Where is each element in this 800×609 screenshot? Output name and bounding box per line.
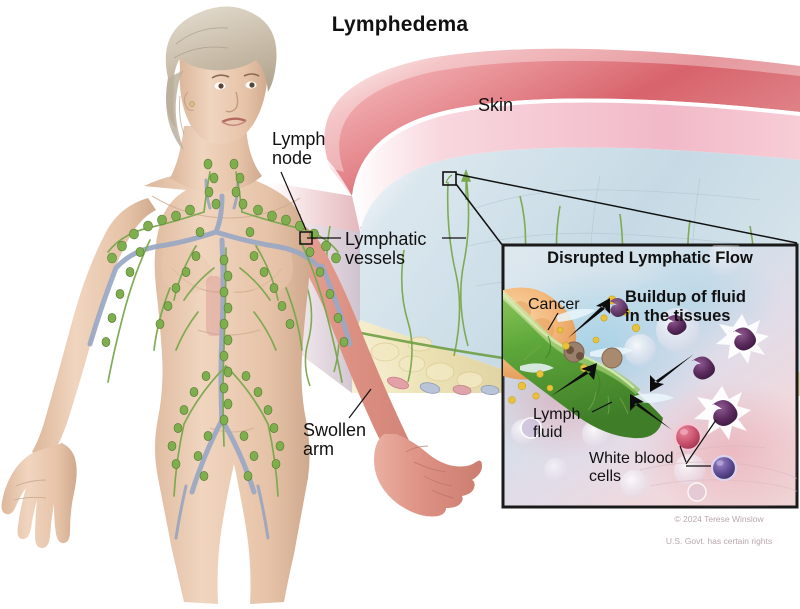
hair	[165, 6, 277, 128]
label-skin: Skin	[478, 95, 514, 115]
leader-swollen-arm	[348, 388, 372, 419]
page-title: Lymphedema	[331, 13, 469, 36]
leader-cancer	[547, 312, 559, 331]
label-lymph-node: Lymph node	[272, 129, 326, 169]
leader-lymph-fluid	[591, 401, 613, 413]
leader-lymph-node	[280, 171, 307, 231]
leader-wbc-macrophage	[685, 419, 717, 465]
normal-hand	[1, 443, 77, 548]
white-blood-cells	[520, 298, 769, 502]
skin-surface	[324, 48, 800, 196]
label-lymph-fluid: Lymph fluid	[533, 406, 581, 441]
label-cancer: Cancer	[528, 296, 580, 313]
female-body-figure	[1, 6, 482, 604]
label-lymphatic-vessels: Lymphatic vessels	[345, 229, 427, 269]
inset-leader-lines	[547, 312, 717, 467]
inset-panel	[501, 243, 799, 509]
face-features	[183, 73, 260, 127]
lymphatic-vessel-marker	[299, 231, 313, 245]
magnification-leader-lines	[455, 173, 798, 247]
magnification-callout-box	[442, 171, 457, 186]
fluid-flow-arrows	[551, 298, 694, 430]
leader-wbc-pink	[679, 445, 687, 463]
copyright-credit: © 2024 Terese Winslow U.S. Govt. has cer…	[640, 503, 798, 558]
credit-line-2: U.S. Govt. has certain rights	[665, 536, 773, 547]
dermis-layer	[352, 102, 800, 232]
swollen-arm	[266, 212, 448, 498]
swollen-hand	[374, 434, 482, 517]
label-fluid-buildup: Buildup of fluid in the tissues	[625, 288, 746, 326]
inset-title: Disrupted Lymphatic Flow	[547, 249, 753, 267]
body-lymphatic-vessels	[87, 193, 353, 495]
label-swollen-arm: Swollen arm	[303, 420, 367, 460]
lymph-nodes	[101, 158, 349, 481]
vessel-cross-sections	[387, 376, 500, 396]
label-white-blood-cells: White blood cells	[589, 450, 674, 485]
credit-line-1: © 2024 Terese Winslow	[674, 514, 764, 525]
